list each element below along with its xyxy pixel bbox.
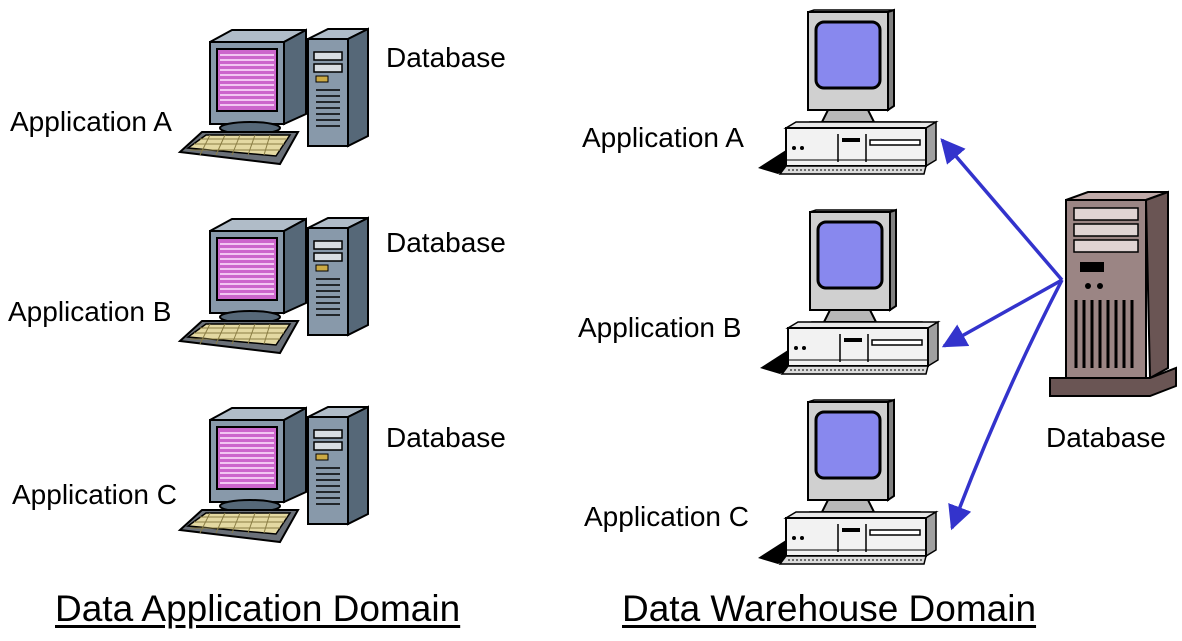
right-application-c-label: Application C <box>584 501 749 532</box>
left-domain-title: Data Application Domain <box>55 588 461 629</box>
right-application-a-label: Application A <box>582 122 744 153</box>
workstation-a <box>179 28 369 165</box>
arrow-to-app-c <box>948 279 1064 531</box>
workstation-c <box>179 406 369 543</box>
left-application-a-label: Application A <box>10 106 172 137</box>
left-application-b-label: Application B <box>8 296 172 327</box>
left-database-c-label: Database <box>386 422 506 453</box>
workstation-b <box>179 217 369 354</box>
left-application-c-label: Application C <box>12 479 177 510</box>
left-database-a-label: Database <box>386 42 506 73</box>
left-database-b-label: Database <box>386 227 506 258</box>
arrow-to-app-b <box>941 278 1063 348</box>
warehouse-server <box>1049 190 1177 397</box>
pc-b <box>758 208 940 376</box>
right-domain-title: Data Warehouse Domain <box>622 588 1037 629</box>
pc-c <box>756 398 938 566</box>
pc-a <box>756 8 938 176</box>
arrow-to-app-a <box>940 138 1064 282</box>
warehouse-database-label: Database <box>1046 422 1166 453</box>
right-application-b-label: Application B <box>578 312 742 343</box>
